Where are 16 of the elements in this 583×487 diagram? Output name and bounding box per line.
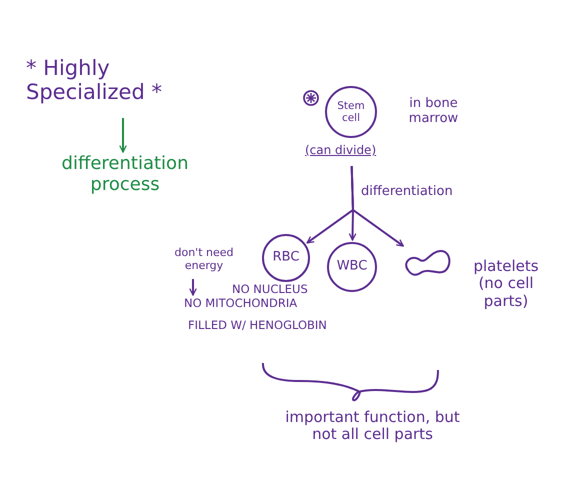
cell-label: WBC [336, 260, 368, 274]
arrow [189, 279, 197, 296]
cell-label: RBC [272, 250, 300, 266]
side-note: (can divide) [305, 144, 378, 158]
note-text: don't need energy [173, 247, 234, 272]
note-text: * Highly Specialized * [26, 56, 163, 104]
note-text: differentiation process [60, 154, 190, 196]
cell-label: Stem cell [336, 100, 366, 124]
note-text: important function, but not all cell parts [284, 409, 461, 444]
side-note: in bone marrow [408, 97, 460, 127]
arrow [350, 166, 404, 247]
note-text: NO NUCLEUS [232, 283, 309, 296]
side-note: platelets (no cell parts) [472, 258, 540, 310]
note-text: FILLED W/ HENOGLOBIN [188, 319, 328, 332]
note-text: NO MITOCHONDRIA [184, 297, 298, 310]
arrow [119, 118, 127, 153]
